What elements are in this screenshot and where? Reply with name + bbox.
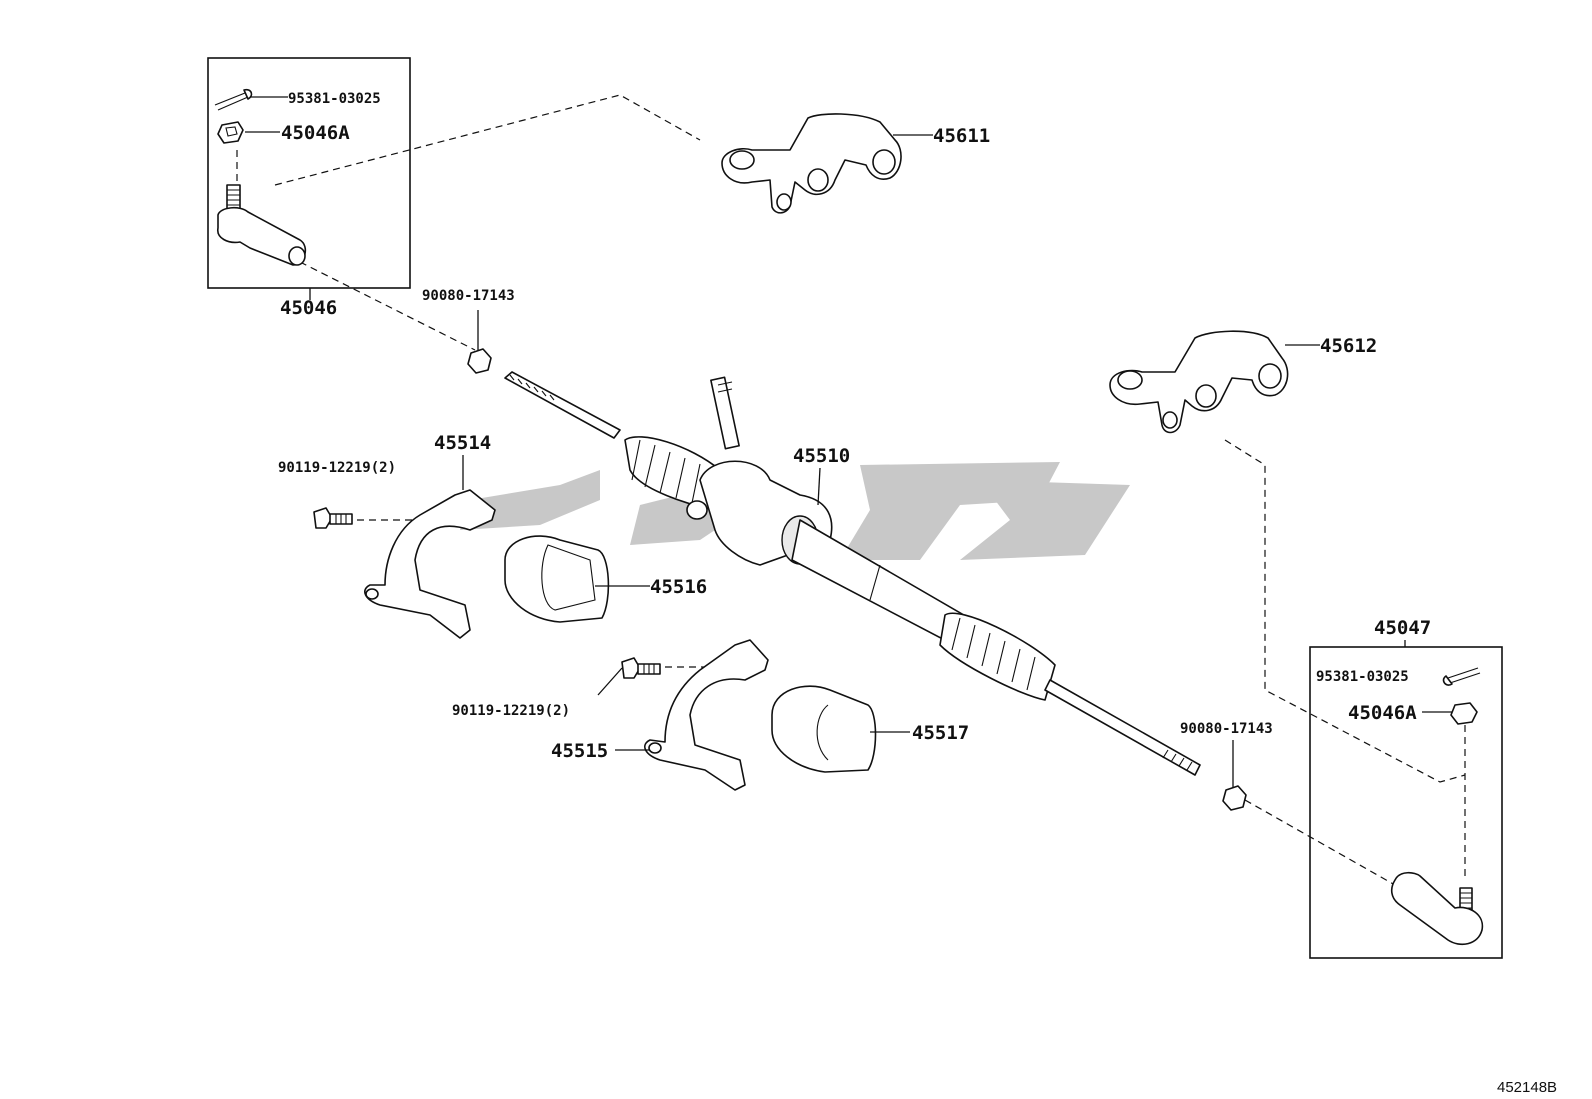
tie-rod-end-lh-kit-box — [207, 57, 411, 289]
tie-rod-end-rh-icon — [1390, 871, 1484, 946]
leader-lines — [245, 96, 1452, 788]
steering-knuckle-arm-rh-icon — [1109, 330, 1289, 434]
callout-lock-nut-lh: 90080-17143 — [422, 288, 515, 304]
callout-grommet-rh: 45517 — [912, 722, 969, 744]
callout-cotter-pin-rh: 95381-03025 — [1316, 669, 1409, 685]
callout-gear-assy: 45510 — [793, 445, 850, 467]
bolt-rh-icon — [621, 657, 661, 679]
cotter-pin-lh-icon — [214, 88, 253, 111]
callout-bracket-lh: 45514 — [434, 432, 491, 454]
tie-rod-end-lh-icon — [217, 184, 307, 266]
callout-knuckle-arm-rh: 45612 — [1320, 335, 1377, 357]
callout-tie-rod-end-lh: 45046 — [280, 297, 337, 319]
grommet-rh-icon — [771, 685, 877, 773]
lock-nut-lh-icon — [467, 348, 492, 374]
grommet-lh-icon — [504, 535, 610, 623]
dashed-guide-lines — [236, 94, 1466, 886]
callout-nut-rh: 45046A — [1348, 702, 1417, 724]
bracket-rh-icon — [644, 639, 769, 791]
callout-tie-rod-end-rh: 45047 — [1374, 617, 1431, 639]
callout-knuckle-arm-lh: 45611 — [933, 125, 990, 147]
steering-gear-assy-icon — [504, 371, 1201, 776]
callout-cotter-pin-lh: 95381-03025 — [288, 91, 381, 107]
bolt-lh-icon — [313, 507, 353, 529]
callout-bolt-lh: 90119-12219(2) — [278, 460, 396, 476]
callout-grommet-lh: 45516 — [650, 576, 707, 598]
callout-nut-lh: 45046A — [281, 122, 350, 144]
diagram-id: 452148B — [1497, 1079, 1557, 1096]
callout-bolt-rh: 90119-12219(2) — [452, 703, 570, 719]
callout-bracket-rh: 45515 — [551, 740, 608, 762]
nut-rh-icon — [1450, 702, 1478, 725]
callout-lock-nut-rh: 90080-17143 — [1180, 721, 1273, 737]
steering-knuckle-arm-lh-icon — [721, 113, 902, 214]
lock-nut-rh-icon — [1222, 785, 1247, 811]
nut-lh-icon — [217, 121, 244, 144]
bracket-lh-icon — [364, 489, 496, 639]
tie-rod-end-rh-kit-box — [1309, 646, 1503, 959]
cotter-pin-rh-icon — [1442, 667, 1481, 686]
